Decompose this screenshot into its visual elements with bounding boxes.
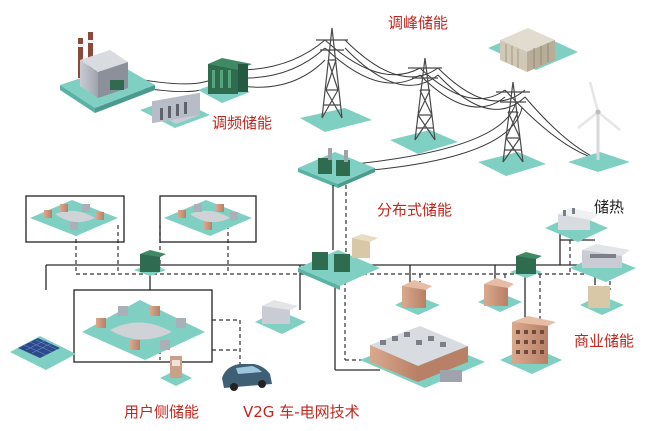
distributed-substation — [298, 148, 375, 188]
label-freq-storage: 调频储能 — [212, 114, 273, 132]
peak-storage-building — [488, 28, 578, 72]
label-user-storage: 用户侧储能 — [124, 403, 200, 421]
substation-transformer — [198, 58, 252, 103]
factory — [360, 326, 485, 388]
label-peak-storage: 调峰储能 — [388, 14, 449, 32]
ring-main-units — [134, 250, 542, 278]
heat-storage-facility — [545, 208, 636, 282]
label-distributed-storage: 分布式储能 — [377, 201, 453, 219]
label-v2g: V2G 车-电网技术 — [243, 403, 360, 421]
residential-block-right — [159, 195, 257, 243]
pylons — [300, 27, 546, 176]
power-plant — [60, 32, 155, 113]
residential-block-main — [73, 289, 213, 363]
service-building — [255, 300, 306, 334]
commercial-buildings — [395, 278, 624, 374]
freq-storage-unit — [140, 92, 210, 128]
solar-panels — [10, 336, 76, 370]
label-heat-storage: 储热 — [594, 198, 625, 216]
electric-car — [222, 364, 272, 391]
residential-block-left — [25, 195, 125, 243]
central-substation — [298, 234, 380, 290]
wind-turbine — [568, 81, 630, 172]
charging-station — [160, 356, 192, 386]
label-commercial-storage: 商业储能 — [574, 332, 635, 350]
